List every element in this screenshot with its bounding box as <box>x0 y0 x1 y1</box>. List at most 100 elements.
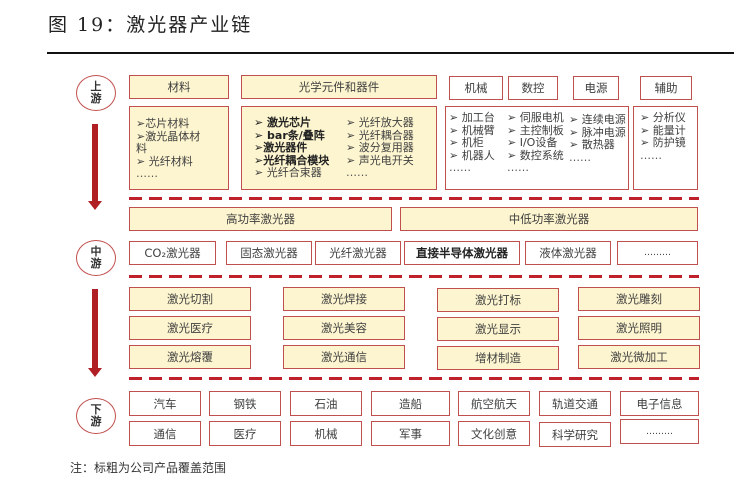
list-ellipsis: …… <box>136 167 158 180</box>
type-co2-laser: CO₂激光器 <box>129 241 216 265</box>
power-column: ➢ 连续电源 ➢ 脉冲电源 ➢ 散热器 …… <box>569 113 626 164</box>
list-item-bold: ➢光纤耦合模块 <box>254 153 330 167</box>
list-item: ➢ 主控制板 <box>507 123 564 137</box>
stage-char: 游 <box>90 415 102 428</box>
app-cell: 激光照明 <box>578 316 700 340</box>
list-ellipsis: …… <box>449 161 471 174</box>
industry-cell: 机械 <box>290 421 362 446</box>
stage-char: 中 <box>90 245 102 258</box>
list-item-bold: ➢ 激光芯片 <box>254 116 312 129</box>
header-materials: 材料 <box>129 75 229 99</box>
category-high-power: 高功率激光器 <box>129 207 392 231</box>
type-label: ……… <box>644 248 671 258</box>
industry-cell: 文化创意 <box>458 421 530 446</box>
list-ellipsis: …… <box>507 161 529 174</box>
optics-list: ➢ 激光芯片 ➢ bar条/叠阵 ➢激光器件 ➢光纤耦合模块 ➢ 光纤合束器 ➢… <box>241 106 437 190</box>
category-low-mid-power: 中低功率激光器 <box>400 207 698 231</box>
type-more: ……… <box>617 241 698 265</box>
list-item: ➢ 加工台 <box>449 111 495 124</box>
type-label: 液体激光器 <box>539 246 597 260</box>
list-item: ➢ 光纤放大器 <box>346 116 414 129</box>
type-direct-diode-laser: 直接半导体激光器 <box>404 241 520 265</box>
header-optics: 光学元件和器件 <box>241 75 437 99</box>
industry-cell: 石油 <box>290 391 362 416</box>
industry-cell: 航空航天 <box>458 391 530 416</box>
app-cell: 激光通信 <box>283 345 405 369</box>
list-item: ➢ 能量计 <box>640 123 686 137</box>
app-cell: 激光雕刻 <box>578 287 700 311</box>
header-cnc: 数控 <box>508 76 558 100</box>
header-auxiliary: 辅助 <box>640 76 692 100</box>
stage-char: 游 <box>90 92 102 105</box>
list-item: ➢ 光纤材料 <box>136 154 193 168</box>
title-divider <box>47 52 734 54</box>
dashed-divider <box>129 197 699 200</box>
stage-downstream: 下 游 <box>76 398 116 434</box>
type-liquid-laser: 液体激光器 <box>525 241 611 265</box>
list-item-bold: ➢激光器件 <box>254 141 308 154</box>
app-cell: 激光美容 <box>283 316 405 340</box>
machinery-cnc-power-list: ➢ 加工台 ➢ 机械臂 ➢ 机柜 ➢ 机器人 …… ➢ 伺服电机 ➢ 主控制板 … <box>445 106 629 190</box>
list-item-bold: ➢ bar条/叠阵 <box>254 128 325 142</box>
app-cell: 激光熔覆 <box>129 345 251 369</box>
footnote: 注：标粗为公司产品覆盖范围 <box>70 461 227 475</box>
list-ellipsis: …… <box>569 150 591 164</box>
auxiliary-list: ➢ 分析仪 ➢ 能量计 ➢ 防护镜 …… <box>633 106 698 190</box>
dashed-divider <box>129 275 699 278</box>
arrow-down-icon <box>92 124 98 202</box>
app-cell: 激光打标 <box>437 288 559 312</box>
type-fiber-laser: 光纤激光器 <box>315 241 401 265</box>
type-label: 光纤激光器 <box>329 246 387 260</box>
figure-title: 图 19：激光器产业链 <box>48 14 253 36</box>
type-solid-state-laser: 固态激光器 <box>226 241 312 265</box>
list-item: ➢ 光纤合束器 <box>254 166 322 179</box>
list-item: ➢ 脉冲电源 <box>569 125 626 139</box>
industry-cell: 科学研究 <box>539 422 611 447</box>
dashed-divider <box>129 377 699 380</box>
list-item: ➢芯片材料 <box>136 117 190 130</box>
industry-cell: 军事 <box>371 421 450 446</box>
industry-cell: 汽车 <box>129 391 201 416</box>
list-item: 料 <box>136 142 147 155</box>
app-cell: 激光医疗 <box>129 316 251 340</box>
list-item: ➢激光晶体材 <box>136 129 201 143</box>
stage-char: 游 <box>90 257 102 270</box>
list-item: ➢ 机柜 <box>449 136 484 149</box>
list-item: ➢ 分析仪 <box>640 111 686 124</box>
list-ellipsis: …… <box>640 148 662 162</box>
app-cell: 激光焊接 <box>283 287 405 311</box>
arrow-head-icon <box>88 201 102 210</box>
arrow-down-icon <box>92 289 98 369</box>
optics-column-2: ➢ 光纤放大器 ➢ 光纤耦合器 ➢ 波分复用器 ➢ 声光电开关 …… <box>346 116 414 180</box>
type-label: CO₂激光器 <box>144 246 201 260</box>
type-label: 固态激光器 <box>240 246 298 260</box>
list-item: ➢ 数控系统 <box>507 148 564 162</box>
type-label: 直接半导体激光器 <box>416 246 508 260</box>
list-item: ➢ 声光电开关 <box>346 153 414 167</box>
app-cell: 激光显示 <box>437 317 559 341</box>
industry-cell: 电子信息 <box>620 391 699 416</box>
list-item: ➢ 伺服电机 <box>507 111 564 124</box>
stage-char: 下 <box>90 403 102 416</box>
stage-midstream: 中 游 <box>76 240 116 276</box>
list-item: ➢ 波分复用器 <box>346 141 414 154</box>
industry-cell: 通信 <box>129 421 201 446</box>
stage-char: 上 <box>90 80 102 93</box>
app-cell: 增材制造 <box>437 346 559 370</box>
industry-cell-more: ……… <box>620 419 699 444</box>
machinery-column: ➢ 加工台 ➢ 机械臂 ➢ 机柜 ➢ 机器人 …… <box>449 111 495 175</box>
industry-cell: 造船 <box>371 391 450 416</box>
list-item: ➢ 散热器 <box>569 138 615 151</box>
industry-cell: 轨道交通 <box>539 391 611 416</box>
list-item: ➢ 机械臂 <box>449 123 495 137</box>
materials-list: ➢芯片材料 ➢激光晶体材 料 ➢ 光纤材料 …… <box>129 106 229 190</box>
header-power: 电源 <box>573 76 619 100</box>
list-item: ➢ I/O设备 <box>507 136 558 149</box>
list-item: ➢ 连续电源 <box>569 113 626 126</box>
header-machinery: 机械 <box>449 76 503 100</box>
industry-cell: 钢铁 <box>209 391 281 416</box>
list-item: ➢ 光纤耦合器 <box>346 128 414 142</box>
industry-cell: 医疗 <box>209 421 281 446</box>
app-cell: 激光微加工 <box>578 345 700 369</box>
app-cell: 激光切割 <box>129 287 251 311</box>
